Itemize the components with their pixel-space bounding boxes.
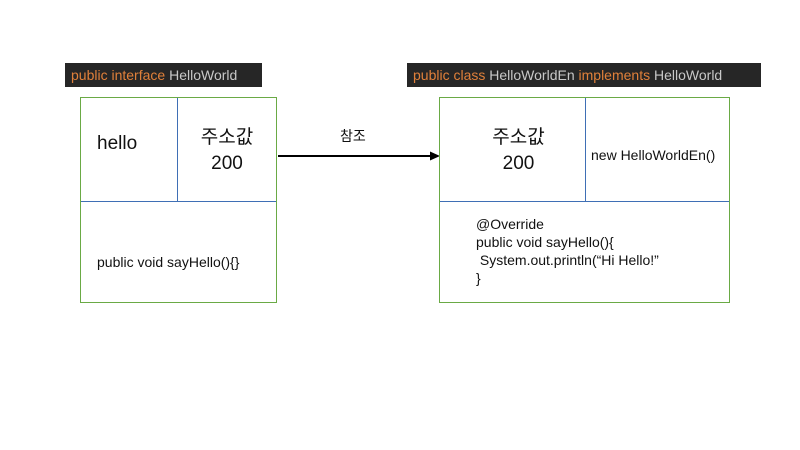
- implemented-interface-name: HelloWorld: [654, 67, 723, 83]
- class-box-column-divider: [585, 98, 586, 201]
- interface-box: hello 주소값 200 public void sayHello(){}: [80, 97, 277, 303]
- keyword-implements: implements: [578, 67, 651, 83]
- class-box: 주소값 200 new HelloWorldEn() @Override pub…: [439, 97, 730, 303]
- class-header: public class HelloWorldEn implements Hel…: [407, 63, 761, 87]
- code-line: System.out.println(“Hi Hello!”: [476, 252, 659, 268]
- interface-header: public interface HelloWorld: [65, 63, 262, 87]
- keyword-public: public: [413, 67, 450, 83]
- address-value: 200: [211, 153, 243, 174]
- interface-box-column-divider: [177, 98, 178, 201]
- keyword-class: class: [453, 67, 486, 83]
- class-name: HelloWorldEn: [489, 67, 575, 83]
- reference-label: 참조: [340, 128, 366, 144]
- keyword-public: public: [71, 67, 108, 83]
- address-label: 주소값: [200, 127, 254, 148]
- interface-name: HelloWorld: [169, 67, 238, 83]
- field-name: hello: [97, 133, 138, 154]
- code-line: @Override: [476, 216, 544, 232]
- interface-method: public void sayHello(){}: [97, 254, 240, 270]
- interface-box-divider: [81, 201, 276, 202]
- instance-creation: new HelloWorldEn(): [591, 147, 716, 163]
- keyword-interface: interface: [111, 67, 166, 83]
- code-line: public void sayHello(){: [476, 234, 614, 250]
- class-box-divider: [440, 201, 729, 202]
- code-line: }: [476, 270, 481, 286]
- reference-arrow: [278, 151, 440, 161]
- address-label: 주소값: [492, 127, 545, 148]
- address-value: 200: [502, 153, 535, 174]
